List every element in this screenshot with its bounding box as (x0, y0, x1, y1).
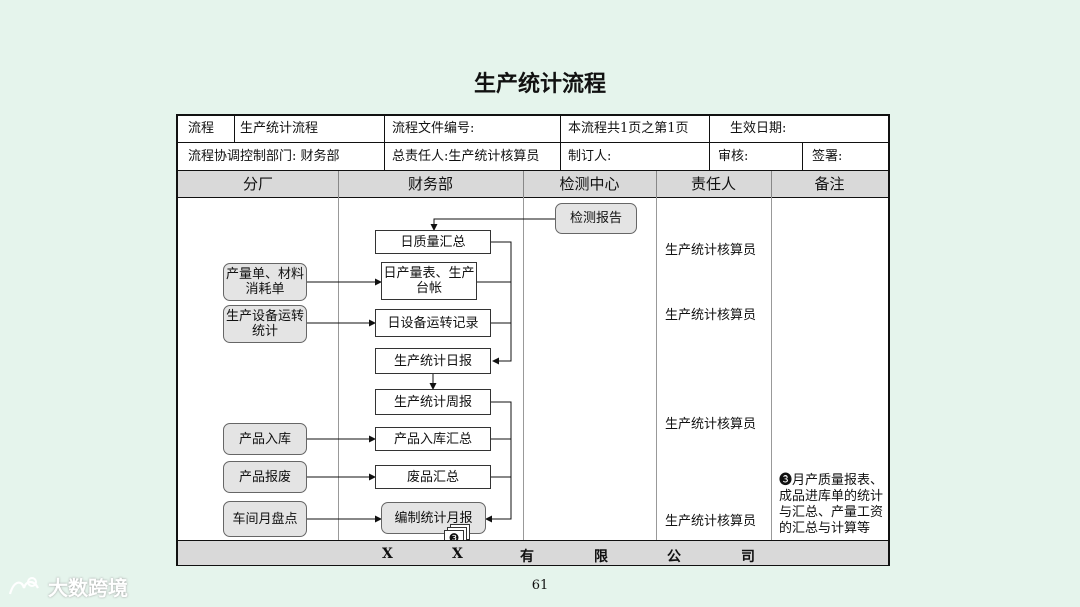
finance-box-warehousing-summary: 产品入库汇总 (375, 427, 491, 451)
inspection-report-box: 检测报告 (555, 203, 637, 234)
cell-divider (234, 116, 235, 142)
lane-divider (656, 197, 657, 540)
page-info: 本流程共1页之第1页 (568, 121, 689, 136)
finance-box-weekly-report: 生产统计周报 (375, 389, 491, 415)
page-number: 61 (531, 578, 549, 593)
col-header-inspection: 检测中心 (559, 175, 620, 193)
finance-box-daily-report: 生产统计日报 (375, 348, 491, 374)
col-divider (338, 171, 339, 197)
responsible-person-1: 生产统计核算员 (665, 243, 757, 258)
factory-box-equipment-stats: 生产设备运转统计 (223, 305, 307, 343)
overall-owner: 总责任人:生产统计核算员 (392, 149, 540, 164)
row-divider (178, 170, 888, 171)
responsible-person-2: 生产统计核算员 (665, 308, 757, 323)
notes-text: ❸月产质量报表、成品进库单的统计与汇总、产量工资的汇总与计算等 (779, 473, 884, 536)
factory-box-warehousing: 产品入库 (223, 423, 307, 455)
factory-box-scrap: 产品报废 (223, 461, 307, 493)
flow-arrows (307, 218, 555, 523)
factory-box-monthly-inventory: 车间月盘点 (223, 501, 307, 537)
lane-divider (338, 197, 339, 540)
lane-divider (523, 197, 524, 540)
col-divider (656, 171, 657, 197)
cell-divider (384, 116, 385, 170)
col-header-factory: 分厂 (242, 175, 273, 193)
footer-char-1: X (382, 546, 393, 562)
company-footer-band (178, 540, 888, 565)
process-name: 生产统计流程 (240, 121, 319, 136)
finance-box-scrap-summary: 废品汇总 (375, 465, 491, 489)
row-divider (178, 197, 888, 198)
responsible-person-4: 生产统计核算员 (665, 514, 757, 529)
row-divider (178, 142, 888, 143)
watermark-icon (8, 576, 39, 594)
col-divider (523, 171, 524, 197)
cell-divider (560, 116, 561, 170)
review-label: 审核: (718, 149, 749, 164)
watermark-logo: 大数跨境 (8, 572, 128, 601)
footer-char-4: 限 (594, 549, 608, 565)
page-title: 生产统计流程 (473, 72, 606, 97)
effective-date-label: 生效日期: (730, 121, 787, 136)
watermark-text: 大数跨境 (48, 576, 128, 600)
footer-char-6: 司 (741, 549, 755, 565)
coordinating-dept: 流程协调控制部门: 财务部 (188, 149, 340, 164)
footer-char-5: 公 (667, 549, 681, 565)
finance-box-daily-output: 日产量表、生产台帐 (381, 262, 477, 300)
finance-box-monthly-report: 编制统计月报 (381, 502, 486, 534)
finance-box-equipment-record: 日设备运转记录 (375, 309, 491, 337)
cell-divider (802, 142, 803, 170)
lane-divider (771, 197, 772, 540)
column-header-band (178, 171, 888, 197)
factory-box-output-materials: 产量单、材料消耗单 (223, 263, 307, 301)
sign-label: 签署: (812, 149, 843, 164)
col-header-finance: 财务部 (407, 175, 453, 193)
author-label: 制订人: (568, 149, 612, 164)
file-number-label: 流程文件编号: (392, 121, 475, 136)
footer-char-3: 有 (520, 549, 534, 565)
col-header-notes: 备注 (814, 175, 845, 193)
finance-box-daily-quality: 日质量汇总 (375, 230, 491, 254)
responsible-person-3: 生产统计核算员 (665, 417, 757, 432)
footer-char-2: X (452, 546, 463, 562)
process-table: 流程 生产统计流程 流程文件编号: 本流程共1页之第1页 生效日期: 流程协调控… (176, 114, 890, 566)
col-header-responsible: 责任人 (690, 175, 736, 193)
cell-divider (709, 116, 710, 170)
col-divider (771, 171, 772, 197)
process-label: 流程 (188, 121, 215, 136)
